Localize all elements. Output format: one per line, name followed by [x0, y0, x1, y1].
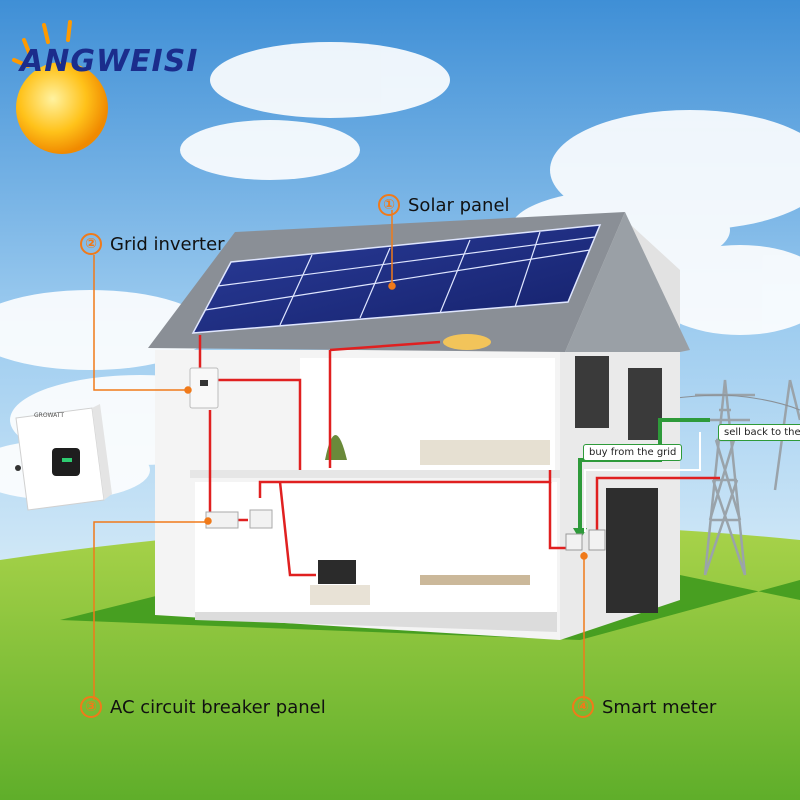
sun-icon	[12, 20, 108, 154]
callout-ac-breaker-panel: ③ AC circuit breaker panel	[80, 696, 326, 718]
callout-label: Smart meter	[602, 696, 717, 718]
callout-smart-meter: ④ Smart meter	[572, 696, 716, 718]
smart-meter-icon	[565, 529, 606, 551]
callout-leaders	[93, 210, 588, 700]
callout-label: AC circuit breaker panel	[110, 696, 326, 718]
callout-number: ②	[80, 233, 102, 255]
grid-inverter-icon	[189, 367, 219, 409]
device-brand-label: GROWATT	[34, 412, 65, 419]
breaker-panel-icon	[205, 509, 273, 529]
solar-panel-array	[191, 224, 602, 334]
callout-number: ①	[378, 194, 400, 216]
brand-logo: ANGWEISI	[20, 44, 199, 79]
callout-label: Grid inverter	[110, 233, 225, 255]
callout-grid-inverter: ② Grid inverter	[80, 233, 225, 255]
sell-back-to-grid-tag: sell back to the grid	[718, 424, 800, 441]
callout-number: ④	[572, 696, 594, 718]
inverter-device	[15, 404, 112, 511]
buy-from-grid-tag: buy from the grid	[583, 444, 683, 461]
callout-label: Solar panel	[408, 194, 510, 216]
callout-number: ③	[80, 696, 102, 718]
wiring	[198, 335, 720, 577]
callout-solar-panel: ① Solar panel	[378, 194, 510, 216]
